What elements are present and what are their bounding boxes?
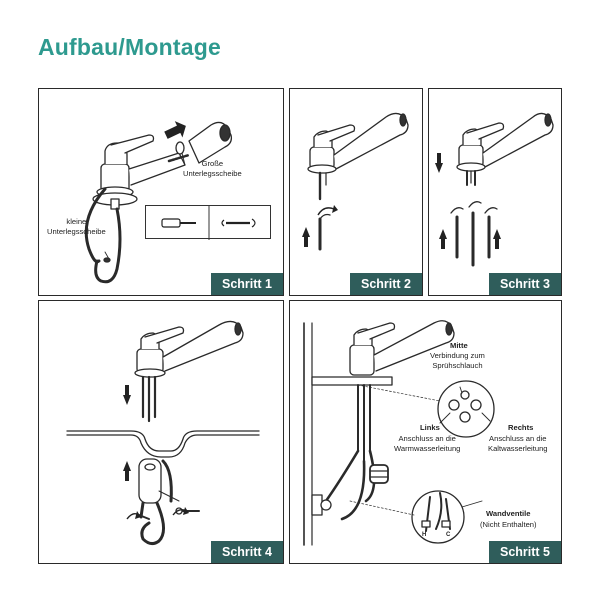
hot-marker: H	[422, 532, 427, 538]
step-5-badge: Schritt 5	[489, 541, 561, 563]
step-5-illustration	[303, 320, 495, 546]
step-4-illustration	[66, 320, 260, 546]
step-4-badge: Schritt 4	[211, 541, 283, 563]
right-title: Rechts	[508, 423, 534, 432]
step-2-badge: Schritt 2	[350, 273, 422, 295]
socket-wrench-icon	[161, 218, 196, 228]
step-2-illustration	[302, 112, 409, 251]
left-desc: Anschluss an die Warmwasserleitung	[394, 434, 461, 453]
valves-title: Wandventile	[486, 509, 531, 518]
step-5-panel: Mitte Verbindung zum Sprühschlauch Links…	[289, 300, 562, 564]
step-3-badge: Schritt 3	[489, 273, 561, 295]
step-1-illustration	[84, 121, 233, 284]
valves-desc: (Nicht Enthalten)	[480, 520, 537, 529]
right-desc: Anschluss an die Kaltwasserleitung	[488, 434, 548, 453]
step-1-badge: Schritt 1	[211, 273, 283, 295]
step-1-panel: Große Unterlegsscheibe kleine Unterlegss…	[38, 88, 284, 296]
middle-title: Mitte	[450, 341, 468, 350]
open-end-wrench-icon	[221, 218, 256, 228]
middle-desc: Verbindung zum Sprühschlauch	[430, 351, 485, 370]
step-2-panel: Schritt 2	[289, 88, 423, 296]
tools-box	[145, 205, 271, 240]
large-washer-label: Große Unterlegsscheibe	[183, 159, 242, 178]
step-3-illustration	[435, 112, 554, 267]
step-4-panel: Schritt 4	[38, 300, 284, 564]
page-title: Aufbau/Montage	[38, 34, 221, 60]
cold-marker: C	[446, 532, 451, 538]
small-washer-label: kleine Unterlegsscheibe	[47, 217, 106, 236]
left-title: Links	[420, 423, 440, 432]
step-3-panel: Schritt 3	[428, 88, 562, 296]
